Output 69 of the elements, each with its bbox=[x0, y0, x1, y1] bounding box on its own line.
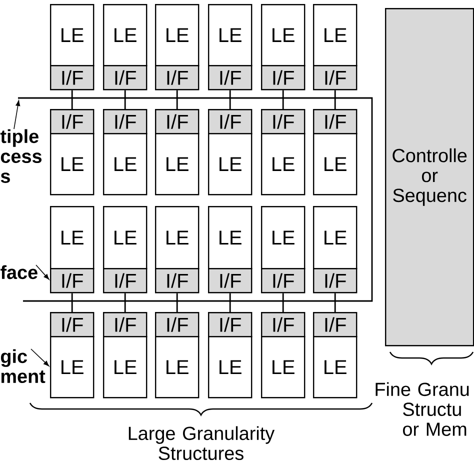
brace-label: Large Granularity Structures bbox=[128, 426, 275, 460]
interface-box: I/F bbox=[155, 109, 200, 134]
interface-box: I/F bbox=[261, 65, 306, 90]
logic-element-box: LE bbox=[313, 4, 358, 66]
interface-box: I/F bbox=[155, 65, 200, 90]
interface-box: I/F bbox=[313, 312, 358, 338]
interface-box: I/F bbox=[50, 268, 94, 294]
brace-label: Fine Granu Structu or Mem bbox=[376, 382, 469, 436]
logic-element-box: LE bbox=[50, 206, 94, 270]
interface-box: I/F bbox=[208, 312, 252, 338]
logic-element-box: LE bbox=[313, 206, 358, 270]
annotation-label: tiple cess s bbox=[0, 129, 42, 183]
bus-stub bbox=[229, 90, 231, 109]
logic-element-box: LE bbox=[103, 133, 148, 196]
bus-stub bbox=[124, 293, 126, 312]
logic-element-box: LE bbox=[261, 206, 306, 270]
interface-box: I/F bbox=[313, 65, 358, 90]
logic-element-box: LE bbox=[313, 336, 358, 398]
bus-stub bbox=[282, 90, 284, 109]
bus-stub bbox=[176, 90, 178, 109]
interface-box: I/F bbox=[155, 268, 200, 294]
logic-element-box: LE bbox=[50, 336, 94, 398]
logic-element-box: LE bbox=[50, 133, 94, 196]
logic-element-box: LE bbox=[261, 133, 306, 196]
bus-stub bbox=[176, 293, 178, 312]
interface-box: I/F bbox=[261, 109, 306, 134]
leader-line bbox=[30, 348, 50, 366]
logic-element-box: LE bbox=[103, 4, 148, 66]
bus-stub bbox=[282, 293, 284, 312]
interface-box: I/F bbox=[155, 312, 200, 338]
leader-line bbox=[14, 100, 20, 130]
interface-box: I/F bbox=[313, 109, 358, 134]
interface-box: I/F bbox=[103, 109, 148, 134]
bus-stub bbox=[71, 90, 73, 109]
logic-element-box: LE bbox=[208, 4, 252, 66]
interface-box: I/F bbox=[208, 65, 252, 90]
logic-element-box: LE bbox=[103, 336, 148, 398]
logic-element-box: LE bbox=[208, 133, 252, 196]
bus-stub bbox=[71, 293, 73, 312]
interface-box: I/F bbox=[50, 65, 94, 90]
logic-element-box: LE bbox=[155, 336, 200, 398]
logic-element-box: LE bbox=[103, 206, 148, 270]
interface-box: I/F bbox=[50, 312, 94, 338]
annotation-label: gic ment bbox=[0, 349, 46, 384]
interface-box: I/F bbox=[261, 268, 306, 294]
logic-element-box: LE bbox=[155, 206, 200, 270]
interface-box: I/F bbox=[103, 65, 148, 90]
controller-box: Controlle or Sequenc bbox=[385, 8, 474, 346]
logic-element-box: LE bbox=[208, 206, 252, 270]
interface-box: I/F bbox=[208, 109, 252, 134]
leader-line bbox=[36, 264, 50, 280]
logic-element-box: LE bbox=[155, 133, 200, 196]
interface-box: I/F bbox=[313, 268, 358, 294]
interface-box: I/F bbox=[50, 109, 94, 134]
bus-stub bbox=[124, 90, 126, 109]
logic-element-box: LE bbox=[261, 4, 306, 66]
interface-box: I/F bbox=[103, 312, 148, 338]
logic-element-box: LE bbox=[208, 336, 252, 398]
bus-stub bbox=[229, 293, 231, 312]
bus-stub bbox=[334, 90, 336, 109]
interface-box: I/F bbox=[103, 268, 148, 294]
annotation-label: face bbox=[0, 265, 38, 280]
logic-element-box: LE bbox=[261, 336, 306, 398]
logic-element-box: LE bbox=[155, 4, 200, 66]
bus-stub bbox=[334, 293, 336, 312]
logic-element-box: LE bbox=[50, 4, 94, 66]
interface-box: I/F bbox=[208, 268, 252, 294]
logic-element-box: LE bbox=[313, 133, 358, 196]
interface-box: I/F bbox=[261, 312, 306, 338]
